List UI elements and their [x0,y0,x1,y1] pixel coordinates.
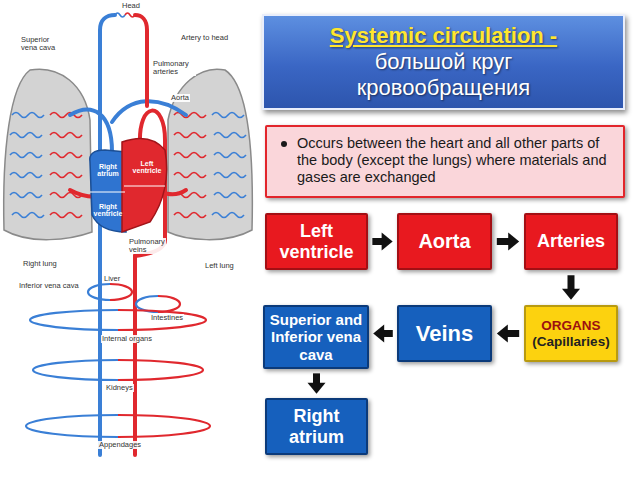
capillary [214,133,246,138]
heart-right-side [90,150,126,232]
anatomy-label: Liver [103,275,121,283]
heart-part-label: Right atrium [92,163,124,178]
right-lung-shape [4,69,92,239]
capillary [212,213,244,218]
process-box: ORGANS (Capillaries) [524,305,618,362]
capillary [174,153,206,158]
arrow-shaft [497,238,509,245]
pulmonary-artery [70,110,112,152]
anatomy-label: Superior vena cava [20,36,64,52]
anatomy-label: Appendages [98,441,142,449]
anatomy-label: Right lung [22,260,58,268]
capillary [214,193,246,198]
capillary [214,173,246,178]
process-box: Aorta [397,213,492,270]
veins [70,15,186,455]
node-text: Occurs between the heart and all other p… [297,135,613,186]
heart-left-side [122,138,167,232]
capillary [214,153,246,158]
process-box: Veins [397,305,492,362]
kidneys-loop [118,360,203,380]
bullet-dot [281,141,287,147]
flow-arrow [308,373,326,393]
appendages-loop [118,415,210,437]
appendages-loop [26,415,118,437]
capillary [174,113,206,118]
left-lung-shape [168,69,252,239]
anatomy-label: Head [121,2,141,10]
flow-arrow [372,233,392,251]
heart-septum [90,192,125,193]
arrow-head [382,233,393,251]
arrow-head [562,289,580,300]
heart-part-label: Left ventricle [127,160,167,175]
anatomy-label: Kidneys [105,384,134,392]
process-box: Right atrium [265,398,368,455]
process-box: Superior and Inferior vena cava [263,305,369,369]
capillary [50,173,82,178]
organ-loops [26,284,210,437]
capillary [212,113,244,118]
anatomy-label: Artery to head [180,34,229,42]
internal-organs-loop [30,310,118,330]
node-text: Veins [416,321,473,346]
title-banner: Systemic circulation - большой круг кров… [262,14,625,110]
head-capillary [125,13,135,17]
capillary [50,153,82,158]
process-box: Arteries [524,213,618,270]
node-text: ORGANS (Capillaries) [529,318,613,349]
capillary [174,213,206,218]
arrow-shaft [372,238,382,245]
kidneys-loop [33,360,118,380]
flow-arrow [562,275,580,300]
arteries [70,15,186,455]
anatomy-label: Pulmonary veins [128,238,166,254]
arrow-head [308,383,326,394]
capillary [12,213,44,218]
artery-to-head [135,15,147,106]
node-text: Arteries [537,231,605,252]
node-text: Aorta [418,230,470,253]
anatomy-label: Inferior vena cava [18,282,80,290]
flow-arrow [497,325,519,343]
capillary [10,193,42,198]
capillary [50,133,82,138]
capillary [50,213,82,218]
anatomy-label: Internal organs [101,335,153,343]
process-box: Left ventricle [265,213,368,270]
flow-arrow [497,233,519,251]
capillary [174,133,206,138]
node-text: Right atrium [270,406,363,447]
arrow-shaft [568,275,575,290]
arrow-shaft [383,330,393,337]
heart-septum [124,186,165,187]
intestine-loop [158,296,180,312]
flow-arrow [373,325,393,343]
anatomy-label: Aorta [170,94,190,102]
anatomy-label: Intestines [150,314,184,322]
slide-title: Systemic circulation - большой круг кров… [289,23,599,101]
anatomy-label: Pulmonary arteries [152,60,196,76]
liver-loop [110,284,132,300]
arrow-head [373,325,384,343]
capillary [10,173,42,178]
internal-organs-loop [118,310,206,330]
liver-loop [88,284,110,300]
head-capillary [115,13,125,17]
heart-part-label: Right ventricle [89,203,127,218]
arrow-shaft [313,373,320,383]
arrow-head [508,233,519,251]
arrow-head [497,325,508,343]
note-box: Occurs between the heart and all other p… [265,125,625,198]
capillary [10,133,42,138]
arrow-shaft [507,330,519,337]
capillary [12,113,44,118]
capillary [10,153,42,158]
node-text: Superior and Inferior vena cava [268,311,364,363]
anatomy-label: Left lung [204,262,235,270]
node-text: Left ventricle [271,221,362,262]
capillary [174,173,206,178]
